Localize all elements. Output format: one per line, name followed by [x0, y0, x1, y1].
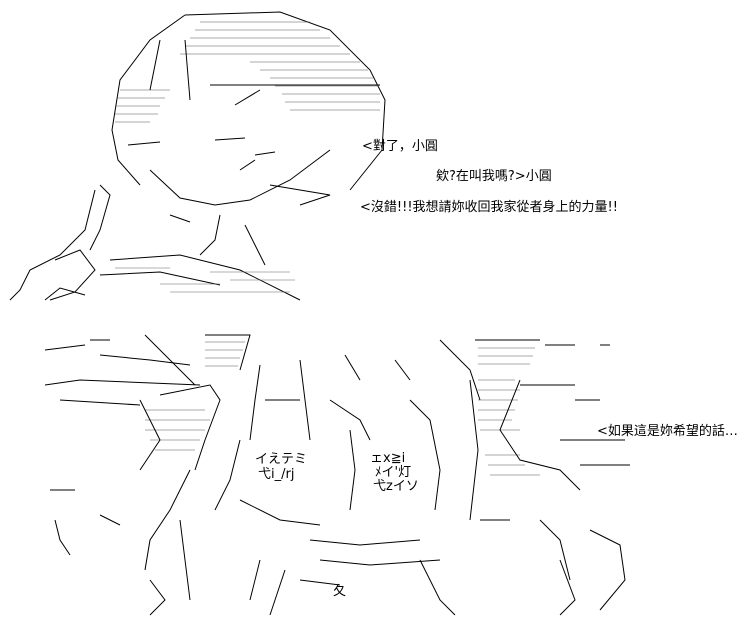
art-text-ie-temi: イえテミ	[255, 452, 308, 467]
dialogue-line-4: <如果這是妳希望的話…	[597, 424, 738, 439]
art-text-ku: 夂	[333, 584, 347, 599]
dialogue-line-3: <沒錯!!!我想請妳收回我家從者身上的力量!!	[360, 200, 618, 215]
art-text-tsu-zi: 弋zイソ	[373, 479, 419, 494]
dialogue-line-2: 欸?在叫我嗎?>小圓	[436, 169, 552, 184]
dialogue-line-1: <對了，小圓	[362, 139, 438, 154]
art-text-mei-tou: ﾒイ'灯	[375, 465, 412, 480]
art-text-ex: ェx≧i	[370, 451, 406, 466]
art-text-tsu-rj: 弋i_/rj	[258, 467, 295, 482]
